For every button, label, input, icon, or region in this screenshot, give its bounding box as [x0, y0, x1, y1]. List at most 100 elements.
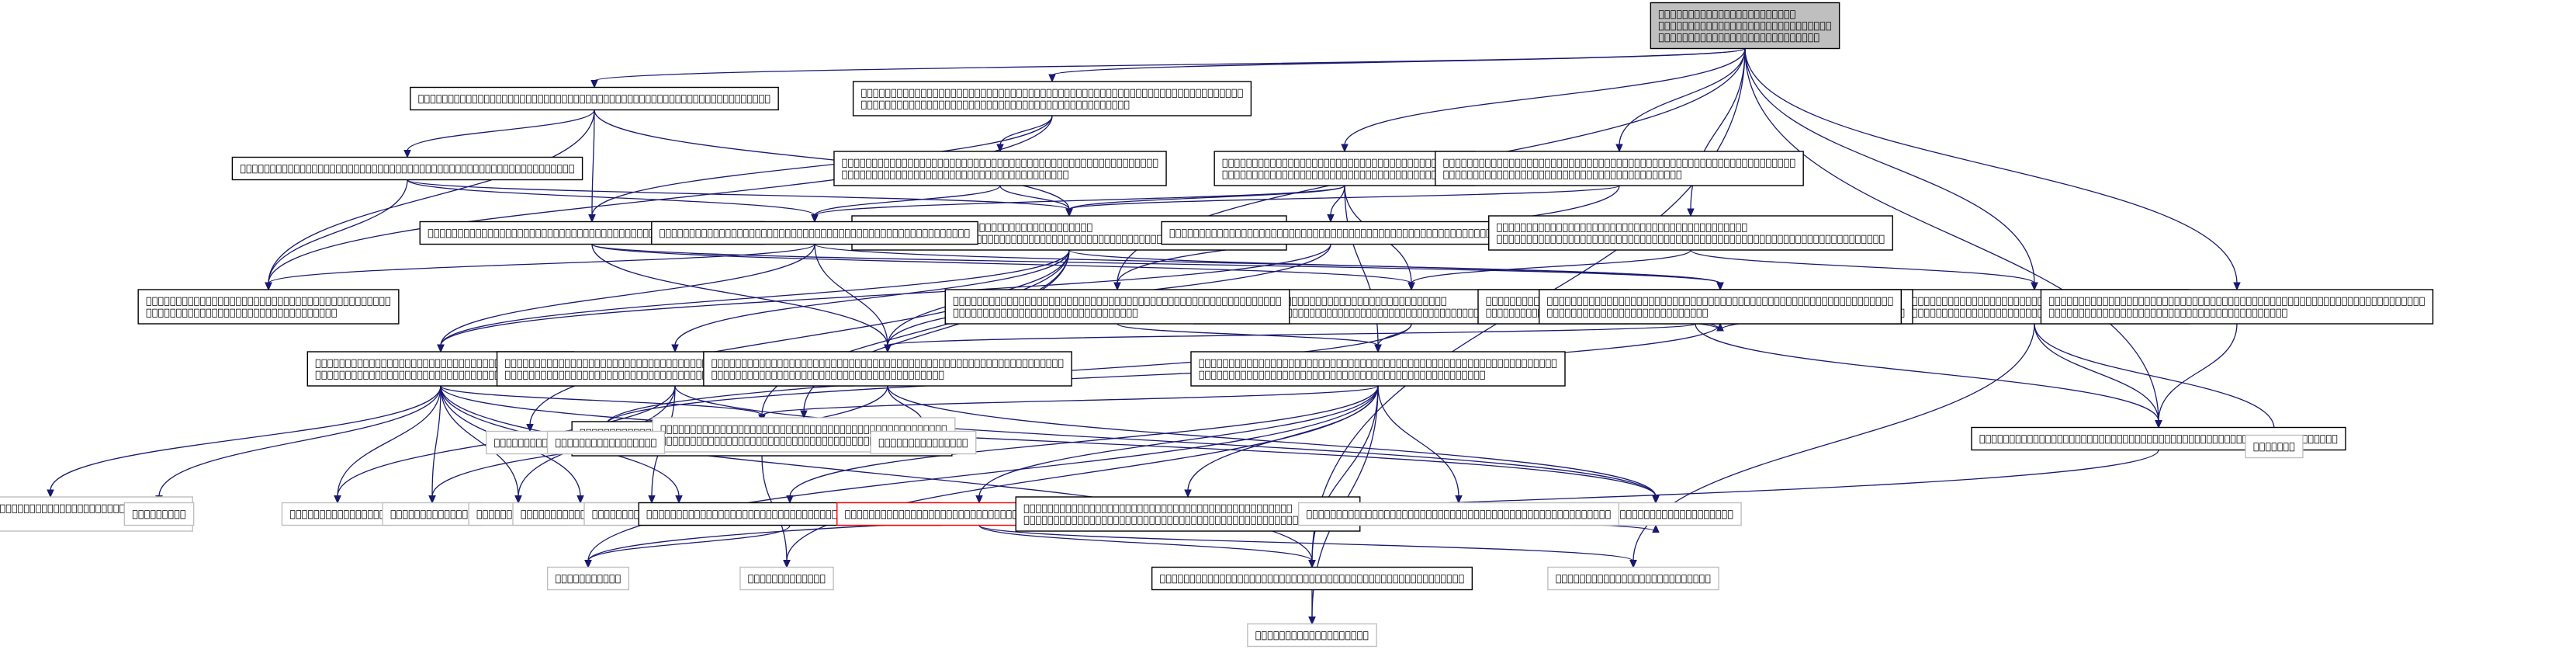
edge-n14-n17	[1117, 323, 1382, 353]
edge-line	[999, 185, 1070, 210]
node-label-line: 	[1658, 19, 1831, 31]
edge-n0-n47	[1744, 48, 2241, 291]
edge-arrowhead	[588, 214, 596, 223]
node-label-line: 	[712, 369, 944, 380]
edge-line	[674, 249, 1070, 346]
edge-n11-n18	[437, 244, 1331, 353]
edge-line	[594, 109, 1070, 210]
node-label-line: …	[1023, 502, 1293, 514]
graph-node-n17[interactable]: …	[1190, 351, 1566, 387]
node-label-line: …	[842, 157, 1158, 168]
edge-line	[594, 47, 1746, 82]
graph-node-n37[interactable]: 	[1547, 566, 1719, 591]
node-box	[546, 430, 666, 455]
edge-arrowhead	[1629, 560, 1637, 568]
edge-n0-n6	[1615, 48, 1746, 153]
graph-node-n3[interactable]: …	[231, 156, 583, 181]
graph-node-n28[interactable]: 	[123, 502, 195, 526]
edge-arrowhead	[47, 489, 54, 498]
graph-node-n44[interactable]: 	[2245, 434, 2304, 459]
edge-line	[2034, 323, 2275, 429]
edge-arrowhead	[1687, 208, 1695, 217]
edge-line	[591, 244, 888, 346]
edge-line	[1330, 185, 1345, 216]
edge-arrowhead	[1407, 282, 1415, 291]
edge-line	[1744, 48, 2238, 284]
node-label-line: 	[146, 307, 337, 318]
edge-n39-n45	[978, 524, 1316, 568]
node-label-line: …	[1497, 233, 1885, 245]
node-label-line: …	[1199, 357, 1557, 369]
edge-line	[1068, 185, 1345, 210]
graph-node-n2[interactable]: …	[852, 81, 1252, 116]
node-label-line: …	[1307, 508, 1612, 519]
edge-n17-n38	[786, 385, 1379, 504]
edge-n5-n9	[811, 185, 1345, 223]
graph-node-n42[interactable]: 	[739, 566, 834, 591]
graph-node-n4[interactable]: …	[833, 151, 1167, 186]
edge-arrowhead	[1308, 560, 1316, 568]
node-box	[1247, 623, 1377, 648]
graph-node-n26[interactable]: 	[546, 430, 666, 455]
graph-node-n45[interactable]: …	[1151, 566, 1473, 591]
node-label-line: …	[1222, 157, 1467, 168]
node-label-line: 	[953, 307, 1138, 318]
graph-node-n34[interactable]: 	[870, 430, 977, 455]
edge-arrowhead	[265, 282, 272, 291]
edge-line	[268, 179, 408, 284]
node-label-line: 	[878, 436, 968, 448]
edge-line	[2034, 323, 2159, 422]
graph-node-n14[interactable]: …	[944, 289, 1290, 325]
graph-node-n5[interactable]: …	[1214, 151, 1476, 186]
edge-arrowhead	[1374, 344, 1382, 353]
edge-arrowhead	[1113, 282, 1121, 291]
edge-n5-n11	[1327, 185, 1345, 223]
node-label-line: 	[1255, 629, 1369, 641]
node-box	[1547, 566, 1719, 591]
graph-node-n6[interactable]: …	[1435, 151, 1804, 186]
edge-n7-n22	[758, 249, 1070, 423]
node-label-line: …	[418, 92, 770, 104]
edge-n9-n10	[265, 243, 815, 291]
node-box	[123, 502, 195, 526]
node-label-line: …	[240, 162, 574, 174]
graph-node-n43[interactable]: 	[546, 566, 630, 591]
node-box	[852, 81, 1252, 116]
graph-node-n20[interactable]: …	[703, 351, 1072, 387]
node-label-line: …	[1547, 295, 1894, 307]
graph-node-n30[interactable]: 	[382, 502, 483, 526]
edge-n17-n22	[758, 385, 1379, 423]
graph-node-n29[interactable]: 	[281, 502, 394, 526]
node-box	[281, 502, 394, 526]
node-label-line: 	[660, 435, 881, 446]
node-box	[137, 289, 400, 325]
edge-arrowhead	[1065, 208, 1073, 217]
node-box	[2245, 434, 2304, 459]
graph-node-n46[interactable]: 	[1247, 623, 1377, 648]
node-box	[382, 502, 483, 526]
graph-node-n1[interactable]: …	[410, 86, 779, 111]
node-label-line: …	[861, 99, 1130, 110]
edge-n47-n23	[2155, 323, 2238, 429]
edge-line	[337, 385, 441, 497]
edge-arrowhead	[403, 150, 411, 158]
graph-edges	[47, 47, 2278, 625]
graph-node-n10[interactable]: …	[137, 289, 400, 325]
edge-arrowhead	[1716, 282, 1724, 291]
graph-node-n0[interactable]: …	[1650, 2, 1840, 50]
graph-node-n41[interactable]: …	[1297, 502, 1620, 526]
node-box	[1151, 566, 1473, 591]
edge-n17-n41	[1377, 385, 1463, 504]
graph-node-n47[interactable]: …	[2040, 289, 2434, 325]
graph-node-n9[interactable]: …	[651, 221, 978, 245]
node-label-line: 	[556, 436, 657, 448]
graph-node-n21[interactable]: …	[1538, 289, 1902, 325]
edge-arrowhead	[334, 495, 341, 504]
edge-arrowhead	[996, 144, 1004, 153]
graph-node-n12[interactable]: …	[1488, 215, 1893, 251]
edge-n7-n25	[526, 249, 1070, 432]
edge-arrowhead	[671, 344, 679, 353]
node-label-line: …	[1199, 369, 1486, 380]
graph-nodes: …	[0, 2, 2434, 648]
graph-node-n11[interactable]: …	[1161, 221, 1501, 245]
